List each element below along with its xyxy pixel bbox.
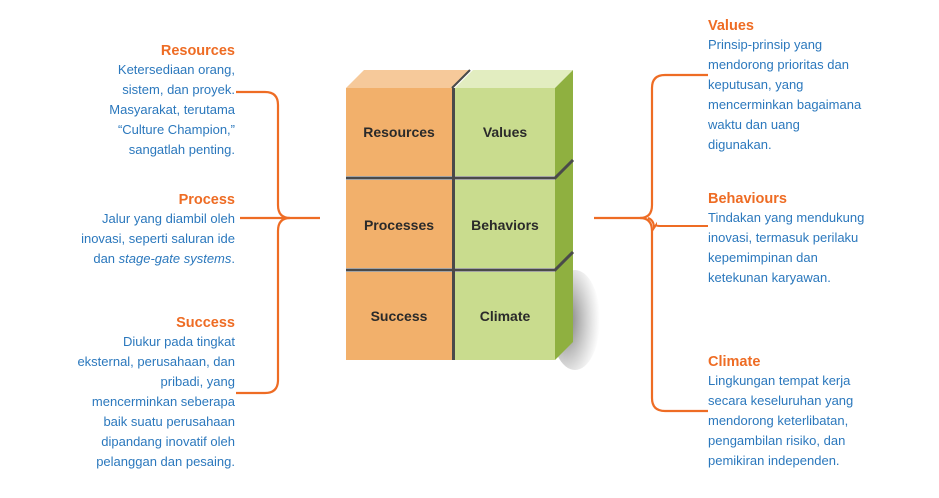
- process-block: Process Jalur yang diambil oleh inovasi,…: [0, 191, 235, 269]
- process-heading: Process: [178, 192, 235, 208]
- process-description: Jalur yang diambil oleh inovasi, seperti…: [81, 211, 235, 266]
- cube-behaviors: [455, 180, 555, 268]
- cube-top-green: [455, 70, 573, 88]
- success-description: Diukur pada tingkat eksternal, perusahaa…: [77, 334, 235, 469]
- values-heading: Values: [708, 18, 754, 34]
- cube-resources: [346, 88, 452, 176]
- cube-top-orange: [346, 70, 470, 88]
- cube-label-values: Values: [483, 124, 528, 140]
- climate-block: Climate Lingkungan tempat kerja secara k…: [708, 353, 928, 471]
- cube-stack: Resources Processes Success Values Behav…: [346, 69, 575, 360]
- cube-label-success: Success: [371, 308, 428, 324]
- cube-climate: [455, 272, 555, 360]
- left-bracket: [236, 90, 291, 395]
- resources-description: Ketersediaan orang, sistem, dan proyek. …: [109, 62, 235, 157]
- success-heading: Success: [176, 315, 235, 331]
- cube-processes: [346, 180, 452, 268]
- cube-values: [455, 88, 555, 176]
- cube-success: [346, 272, 452, 360]
- values-description: Prinsip-prinsip yang mendorong prioritas…: [708, 37, 862, 152]
- cube-side-green: [555, 70, 573, 360]
- cube-divider-row1: [346, 158, 575, 180]
- cube-label-behaviors: Behaviors: [471, 217, 539, 233]
- behaviours-block: Behaviours Tindakan yang mendukung inova…: [708, 190, 928, 288]
- climate-heading: Climate: [708, 354, 761, 370]
- climate-description: Lingkungan tempat kerja secara keseluruh…: [708, 373, 854, 468]
- cube-label-resources: Resources: [363, 124, 435, 140]
- values-block: Values Prinsip-prinsip yang mendorong pr…: [708, 17, 928, 155]
- resources-block: Resources Ketersediaan orang, sistem, da…: [0, 42, 235, 160]
- cube-label-climate: Climate: [480, 308, 531, 324]
- success-block: Success Diukur pada tingkat eksternal, p…: [0, 314, 235, 472]
- behaviours-heading: Behaviours: [708, 191, 787, 207]
- resources-heading: Resources: [160, 43, 235, 59]
- behaviours-description: Tindakan yang mendukung inovasi, termasu…: [708, 210, 865, 285]
- cube-divider-top-edge: [451, 69, 471, 89]
- cube-label-processes: Processes: [364, 217, 434, 233]
- cube-divider-row2: [346, 250, 575, 272]
- right-bracket: [639, 73, 708, 413]
- right-bracket-branch: [647, 217, 708, 232]
